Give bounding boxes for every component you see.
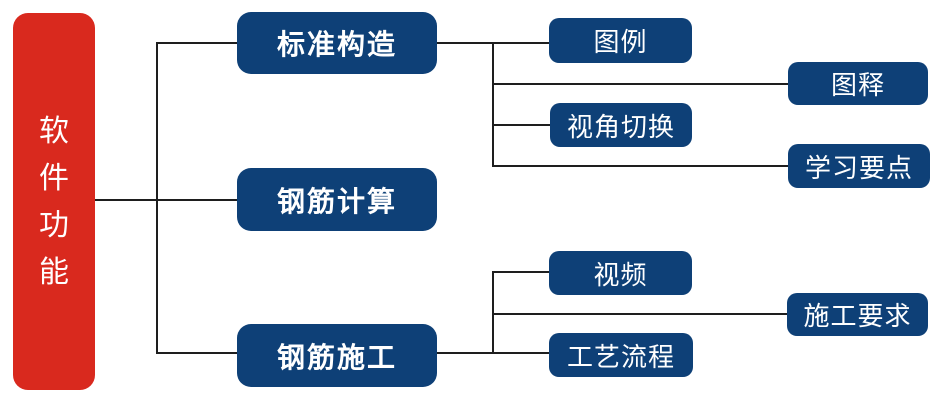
connector-standard-construction-out — [437, 42, 493, 44]
connector-to-construction-requirements — [493, 313, 787, 315]
connector-to-view-switch — [493, 124, 550, 126]
node-view-switch-label: 视角切换 — [566, 111, 675, 142]
connector-rebar-construction-vertical — [492, 271, 494, 354]
node-rebar-construction: 钢筋施工 — [237, 324, 437, 387]
connector-to-legend — [493, 42, 549, 44]
node-process-flow: 工艺流程 — [549, 333, 693, 377]
node-legend: 图例 — [549, 18, 692, 63]
node-illustration: 图释 — [788, 62, 928, 105]
node-process-flow-label: 工艺流程 — [566, 341, 675, 372]
node-video: 视频 — [549, 251, 692, 295]
node-video-label: 视频 — [593, 259, 648, 290]
node-construction-requirements: 施工要求 — [787, 293, 928, 336]
node-software-functions: 软件功能 — [13, 13, 95, 390]
node-software-functions-label: 软件功能 — [39, 114, 69, 289]
node-view-switch: 视角切换 — [550, 103, 692, 147]
node-rebar-calculation-label: 钢筋计算 — [276, 185, 397, 217]
node-rebar-construction-label: 钢筋施工 — [276, 341, 397, 373]
connector-to-illustration — [493, 83, 788, 85]
connector-trunk-to-standard-construction — [157, 42, 237, 44]
node-illustration-label: 图释 — [830, 70, 885, 100]
connector-standard-construction-vertical — [492, 42, 494, 167]
node-construction-requirements-label: 施工要求 — [803, 301, 912, 331]
node-study-points-label: 学习要点 — [804, 152, 913, 183]
node-standard-construction-label: 标准构造 — [276, 29, 397, 60]
node-standard-construction: 标准构造 — [237, 12, 437, 74]
connector-rebar-construction-out — [437, 352, 493, 354]
node-study-points: 学习要点 — [788, 144, 930, 188]
connector-root-to-rebar-calculation — [95, 199, 237, 201]
connector-to-study-points — [493, 165, 788, 167]
connector-trunk-vertical — [156, 42, 158, 354]
connector-to-video — [493, 271, 549, 273]
connector-trunk-to-rebar-construction — [157, 352, 237, 354]
node-legend-label: 图例 — [593, 27, 648, 57]
connector-to-process-flow — [493, 352, 549, 354]
node-rebar-calculation: 钢筋计算 — [237, 168, 437, 231]
